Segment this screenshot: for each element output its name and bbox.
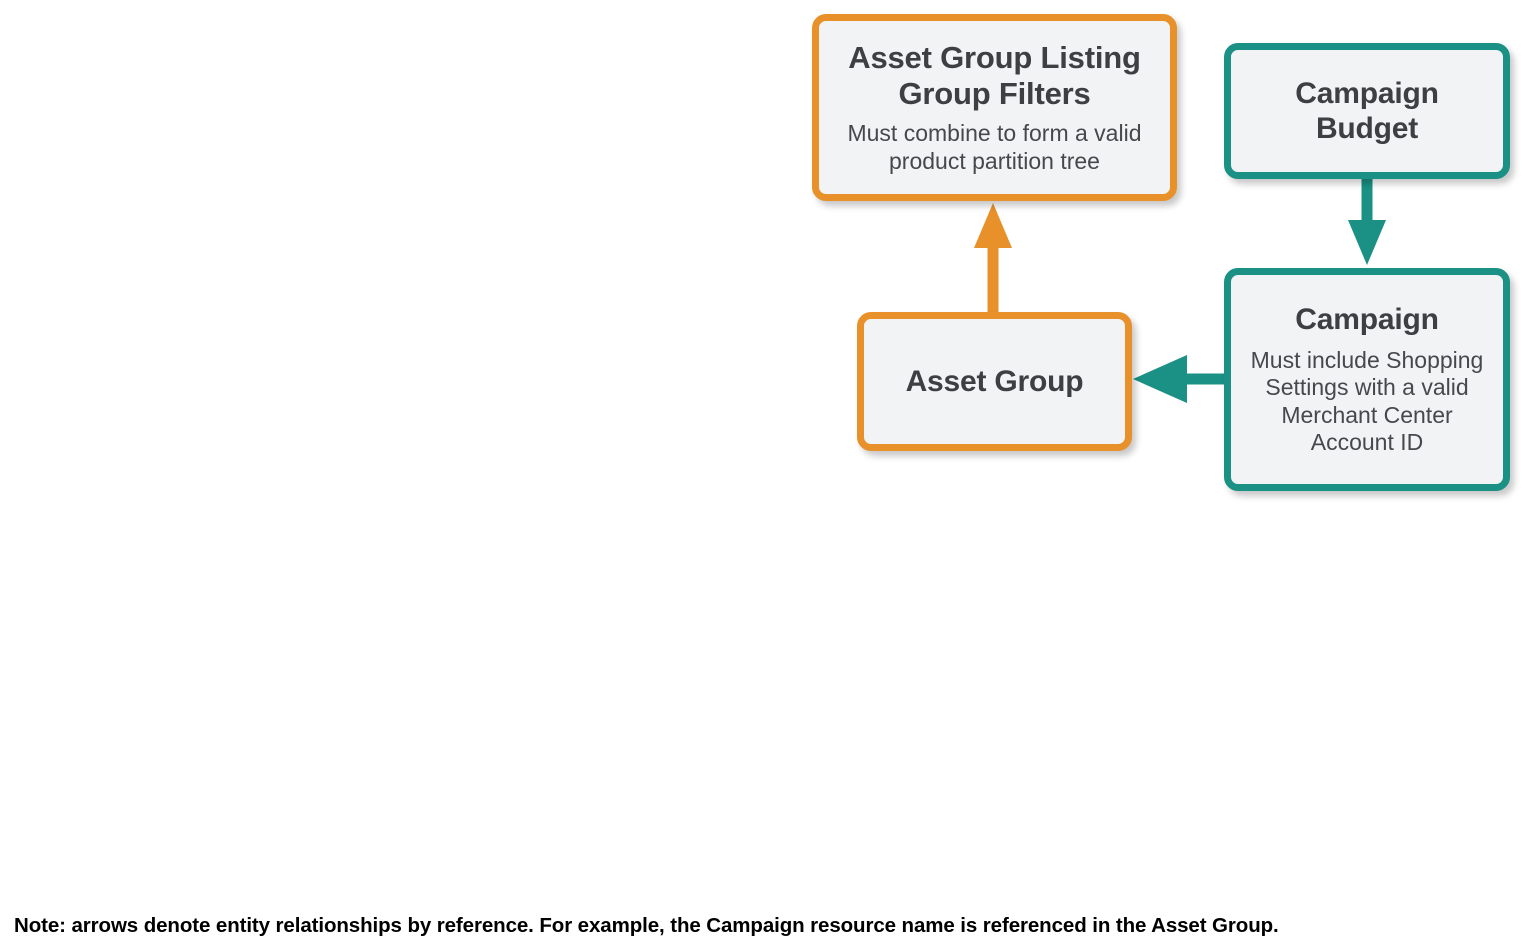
node-title-campaign-budget: Campaign Budget — [1295, 76, 1439, 145]
arrow-head-orange-up — [974, 203, 1012, 248]
diagram-footnote: Note: arrows denote entity relationships… — [14, 914, 1279, 937]
node-campaign-budget[interactable]: Campaign Budget — [1224, 43, 1510, 179]
arrow-campaign-to-asset-group — [1133, 355, 1228, 403]
node-subtitle-asset-group-listing-group-filters: Must combine to form a valid product par… — [847, 119, 1142, 174]
arrow-campaign-budget-to-campaign — [1348, 176, 1386, 265]
node-title-asset-group: Asset Group — [905, 364, 1084, 398]
node-subtitle-campaign: Must include Shopping Settings with a va… — [1250, 346, 1484, 456]
node-title-campaign: Campaign — [1295, 303, 1439, 337]
arrow-asset-group-to-listing-filters — [974, 203, 1012, 316]
arrow-head-teal-left — [1133, 355, 1187, 403]
arrow-head-teal-down — [1348, 220, 1386, 265]
node-asset-group[interactable]: Asset Group — [857, 312, 1132, 451]
node-campaign[interactable]: Campaign Must include Shopping Settings … — [1224, 268, 1510, 491]
node-title-asset-group-listing-group-filters: Asset Group Listing Group Filters — [848, 39, 1141, 112]
node-asset-group-listing-group-filters[interactable]: Asset Group Listing Group Filters Must c… — [812, 14, 1177, 201]
